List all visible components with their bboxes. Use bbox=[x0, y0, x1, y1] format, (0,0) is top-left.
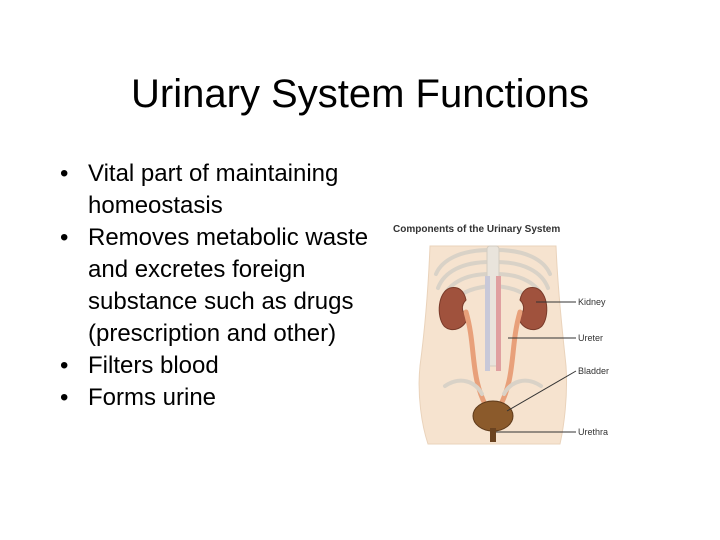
label-urethra: Urethra bbox=[578, 427, 608, 437]
blood-vessels bbox=[496, 276, 501, 371]
figure-heading: Components of the Urinary System bbox=[393, 224, 560, 235]
bladder bbox=[472, 400, 514, 432]
urinary-system-figure: Components of the Urinary System bbox=[390, 216, 620, 446]
urethra bbox=[490, 428, 496, 442]
bullet-item: • Removes metabolic waste and excretes f… bbox=[58, 222, 398, 350]
label-bladder: Bladder bbox=[578, 366, 609, 376]
bullet-glyph: • bbox=[60, 224, 69, 251]
bullet-item: • Forms urine bbox=[58, 382, 398, 414]
label-ureter: Ureter bbox=[578, 333, 603, 343]
bullet-glyph: • bbox=[60, 384, 69, 411]
bullet-glyph: • bbox=[60, 160, 69, 187]
label-kidney: Kidney bbox=[578, 297, 606, 307]
bullet-text: Removes metabolic waste and excretes for… bbox=[88, 224, 369, 347]
bullet-text: Vital part of maintaining homeostasis bbox=[88, 160, 339, 219]
bullet-item: • Filters blood bbox=[58, 350, 398, 382]
right-ureter bbox=[497, 309, 523, 409]
leader-lines bbox=[496, 301, 577, 433]
bullet-glyph: • bbox=[60, 352, 69, 379]
left-ureter bbox=[463, 309, 489, 409]
bullet-list: • Vital part of maintaining homeostasis … bbox=[58, 158, 398, 414]
bullet-item: • Vital part of maintaining homeostasis bbox=[58, 158, 398, 222]
blood-vessels bbox=[485, 276, 490, 371]
bullet-text: Forms urine bbox=[88, 384, 217, 411]
bullet-text: Filters blood bbox=[88, 352, 219, 379]
slide-title: Urinary System Functions bbox=[131, 72, 589, 116]
pelvis bbox=[443, 378, 543, 396]
urinary-system-illustration: Components of the Urinary System bbox=[393, 224, 609, 445]
